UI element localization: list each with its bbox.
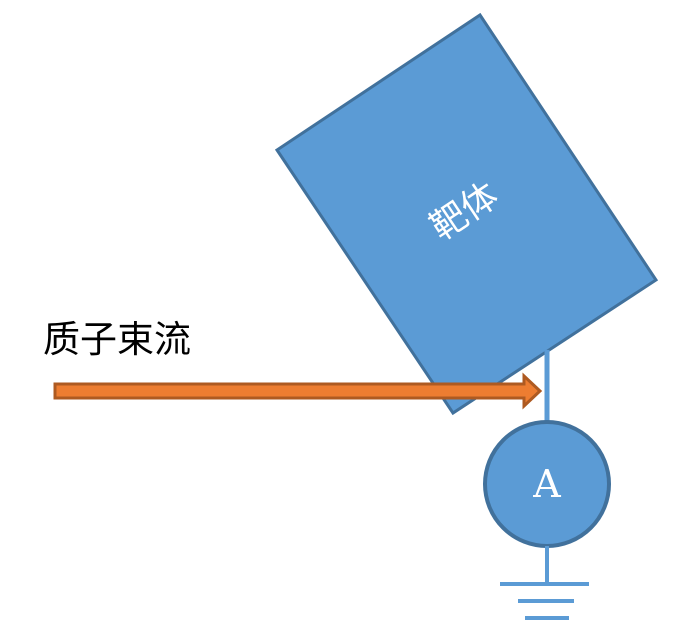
proton-beam-arrow	[53, 372, 543, 410]
ammeter-label: A	[532, 462, 561, 506]
target-block	[274, 12, 659, 416]
beam-label: 质子束流	[43, 318, 191, 361]
ground-icon	[500, 546, 589, 620]
